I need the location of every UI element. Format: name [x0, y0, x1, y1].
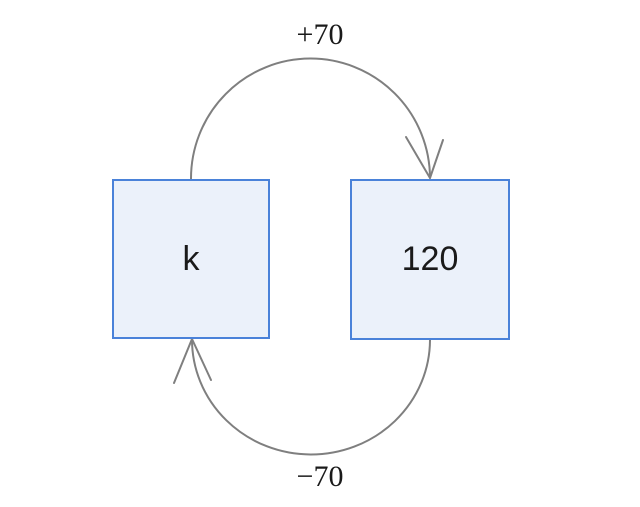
- box-k-label: k: [182, 239, 200, 278]
- bottom-arrowhead-icon: [173, 338, 212, 384]
- box-120-label: 120: [401, 240, 459, 278]
- box-k: k: [112, 179, 270, 339]
- bottom-arrow-curve: [190, 338, 431, 456]
- top-arrow-label: +70: [296, 18, 344, 51]
- bottom-arrow-label: −70: [296, 460, 344, 493]
- top-arrow-curve: [189, 57, 431, 180]
- box-120: 120: [350, 179, 510, 340]
- top-arrowhead-icon: [405, 136, 444, 179]
